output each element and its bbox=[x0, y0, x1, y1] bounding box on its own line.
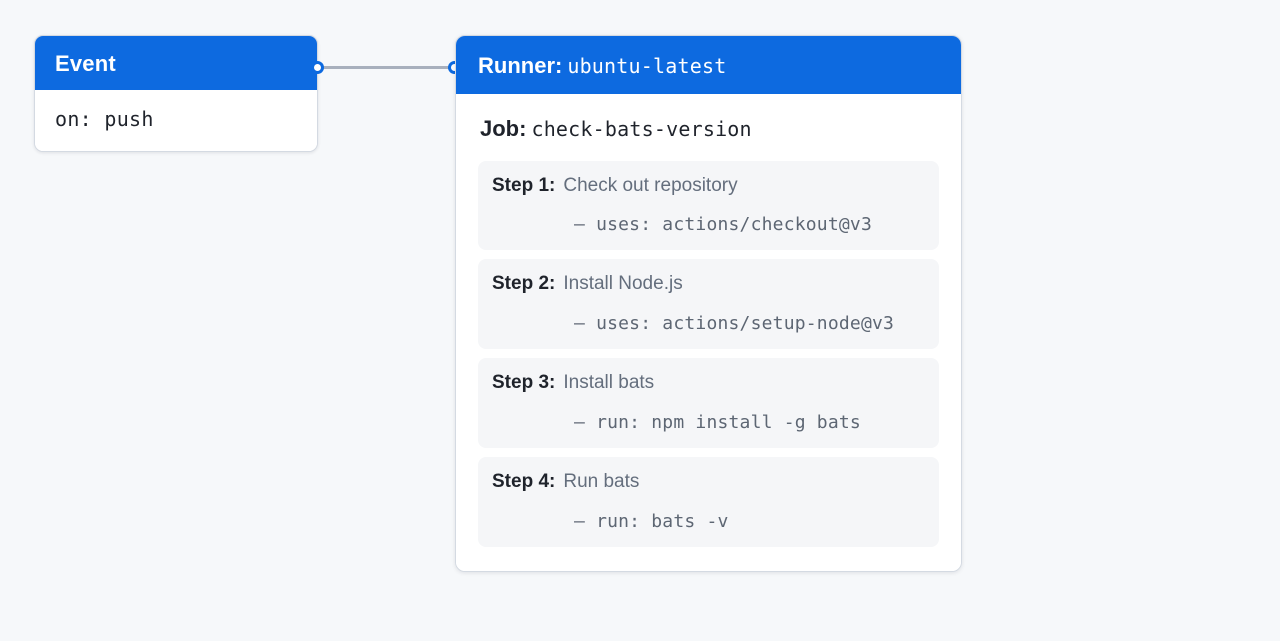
step-label: Step 1: bbox=[492, 174, 556, 196]
step-command: — uses: actions/checkout@v3 bbox=[574, 214, 872, 236]
event-node-body: on: push bbox=[35, 90, 317, 152]
step-title: Step 4: Run bats bbox=[492, 470, 925, 498]
job-value: check-bats-version bbox=[531, 117, 752, 142]
runner-node-header: Runner:ubuntu-latest bbox=[456, 36, 961, 95]
step-name: Install Node.js bbox=[563, 273, 683, 295]
runner-node[interactable]: Runner:ubuntu-latest Job:check-bats-vers… bbox=[455, 35, 962, 572]
step-card[interactable]: Step 4: Run bats — run: bats -v bbox=[478, 456, 939, 547]
step-card[interactable]: Step 3: Install bats — run: npm install -… bbox=[478, 358, 939, 448]
step-title: Step 2: Install Node.js bbox=[492, 272, 925, 300]
step-name: Run bats bbox=[563, 470, 640, 492]
step-name: Check out repository bbox=[563, 174, 738, 196]
step-command: — run: bats -v bbox=[574, 510, 729, 532]
event-node-header: Event bbox=[35, 36, 317, 91]
runner-node-body: Job:check-bats-version Step 1: Check out … bbox=[456, 94, 961, 571]
step-command: — run: npm install -g bats bbox=[574, 411, 861, 433]
step-label: Step 2: bbox=[492, 273, 556, 295]
step-label: Step 4: bbox=[492, 470, 556, 492]
connector-line bbox=[318, 66, 456, 69]
event-output-port[interactable] bbox=[311, 61, 324, 74]
job-line: Job:check-bats-version bbox=[478, 110, 939, 160]
job-label: Job: bbox=[480, 116, 527, 142]
step-command: — uses: actions/setup-node@v3 bbox=[574, 313, 895, 335]
runner-label: Runner: bbox=[478, 53, 563, 78]
step-card[interactable]: Step 1: Check out repository — uses: acti… bbox=[478, 160, 939, 251]
step-title: Step 3: Install bats bbox=[492, 371, 925, 399]
step-label: Step 3: bbox=[492, 372, 556, 394]
step-card[interactable]: Step 2: Install Node.js — uses: actions/s… bbox=[478, 259, 939, 350]
step-name: Install bats bbox=[563, 372, 655, 394]
runner-value: ubuntu-latest bbox=[567, 54, 727, 78]
step-list: Step 1: Check out repository — uses: acti… bbox=[478, 160, 939, 547]
event-node[interactable]: Event on: push bbox=[34, 35, 318, 153]
step-title: Step 1: Check out repository bbox=[492, 174, 925, 202]
